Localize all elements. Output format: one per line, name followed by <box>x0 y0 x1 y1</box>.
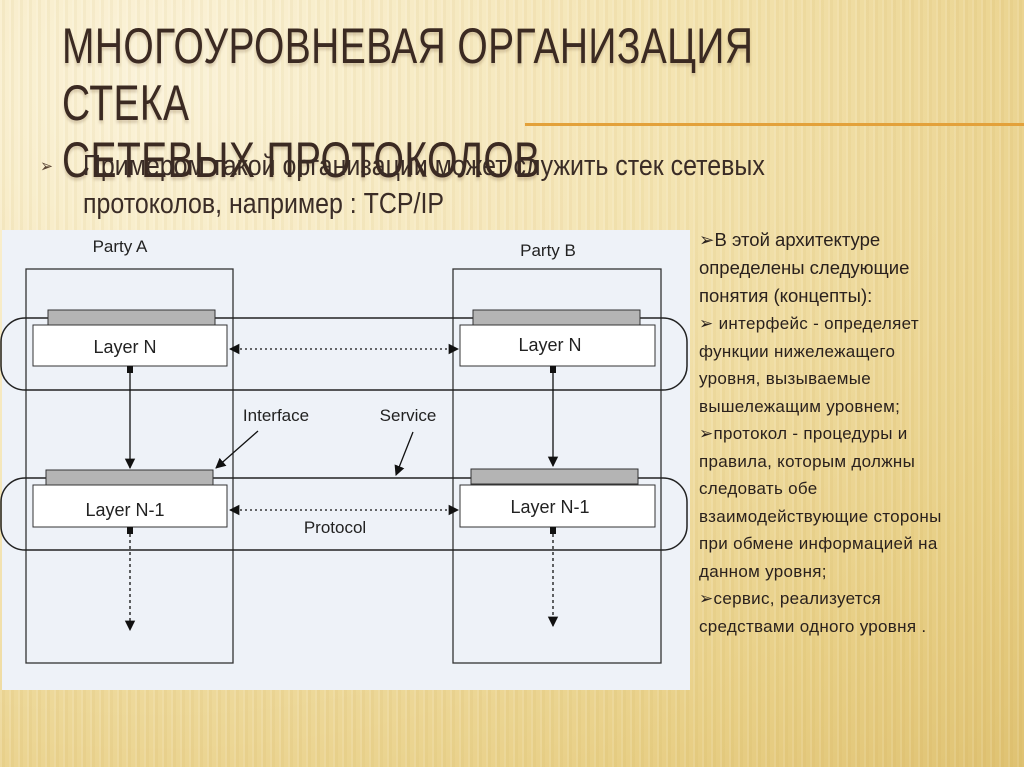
interface-label: Interface <box>243 406 309 425</box>
text-line: взаимодействующие стороны <box>699 506 942 526</box>
party-b-label: Party B <box>520 241 576 260</box>
service-label: Service <box>380 406 437 425</box>
protocol-label: Protocol <box>304 518 366 537</box>
text-line: при обмене информацией на <box>699 534 938 553</box>
layer-n-box-b <box>459 324 656 367</box>
lead-line: Примером такой организации может служить… <box>83 150 765 182</box>
title-line: Многоуровневая организация стека <box>62 18 754 131</box>
text-line: понятия (концепты): <box>699 285 873 306</box>
text-line: средствами одного уровня . <box>699 616 927 636</box>
interface-pointer-arrow <box>215 430 259 469</box>
text-line: ➢сервис, реализуется <box>699 589 882 608</box>
diagram-background <box>2 230 690 690</box>
interface-bar <box>45 469 214 486</box>
party-b-box <box>452 268 662 664</box>
text-line: ➢В этой архитектуре <box>699 229 881 250</box>
text-line: ➢ интерфейс - определяет <box>699 314 919 333</box>
layer-n-label: Layer N <box>93 337 156 357</box>
interface-bar <box>470 468 639 485</box>
title-divider <box>525 123 1024 126</box>
concept-service: ➢сервис, реализуется средствами одного у… <box>699 585 1024 640</box>
lead-bullet: ➢ Примером такой организации может служи… <box>40 147 986 223</box>
text-line: определены следующие <box>699 257 910 278</box>
layer-n-band <box>0 317 688 391</box>
layer-n-box-a <box>32 324 228 367</box>
text-line: ➢протокол - процедуры и <box>699 424 908 443</box>
text-line: следовать обе <box>699 479 818 498</box>
lead-line: протоколов, например : TCP/IP <box>83 188 445 220</box>
text-line: данном уровня; <box>699 561 827 581</box>
layer-n1-band <box>0 477 688 551</box>
layer-n1-box-a <box>32 484 228 528</box>
layer-n1-label: Layer N-1 <box>85 500 164 520</box>
interface-bar <box>47 309 216 326</box>
layer-n1-box-b <box>459 484 656 528</box>
concepts-list: ➢В этой архитектуре определены следующие… <box>699 226 1024 640</box>
concepts-intro: ➢В этой архитектуре определены следующие… <box>699 226 1024 310</box>
layer-n1-label: Layer N-1 <box>510 497 589 517</box>
text-line: правила, которым должны <box>699 451 916 471</box>
title-line: сетевых протоколов <box>62 132 541 188</box>
party-a-label: Party A <box>93 237 148 256</box>
concept-protocol: ➢протокол - процедуры и правила, которым… <box>699 420 1024 585</box>
text-line: функции нижележащего <box>699 341 896 361</box>
bullet-arrow-icon: ➢ <box>40 156 53 176</box>
slide-title: Многоуровневая организация стека сетевых… <box>62 18 842 189</box>
concept-interface: ➢ интерфейс - определяет функции нижележ… <box>699 310 1024 420</box>
interface-bar <box>472 309 641 326</box>
layer-n-label: Layer N <box>518 335 581 355</box>
party-a-box <box>25 268 234 664</box>
text-line: уровня, вызываемые <box>699 369 872 388</box>
service-pointer-arrow <box>394 431 414 476</box>
text-line: вышележащим уровнем; <box>699 396 901 416</box>
